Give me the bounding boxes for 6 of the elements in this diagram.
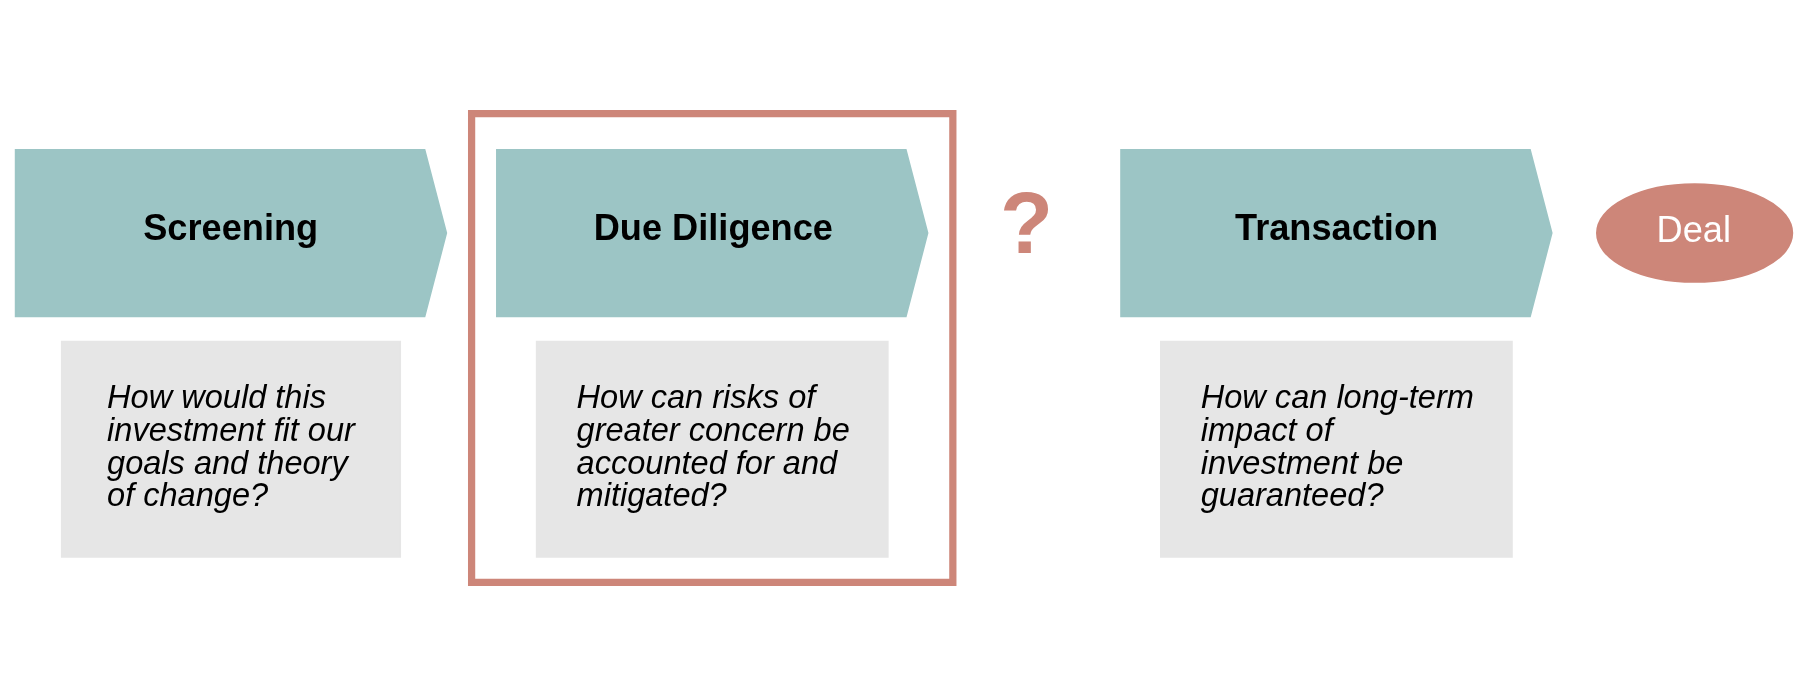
node-box: How would this investment fit our goals and theory of change?	[60, 340, 402, 558]
node-box: How can risks of greater concern be accounted for and mitigated?	[535, 340, 889, 558]
node-ellipse: Deal	[1596, 183, 1794, 283]
label: ?	[999, 173, 1053, 271]
node-box: How can long-term impact of investment be guaranteed?	[1160, 340, 1513, 558]
cluster	[468, 110, 957, 586]
